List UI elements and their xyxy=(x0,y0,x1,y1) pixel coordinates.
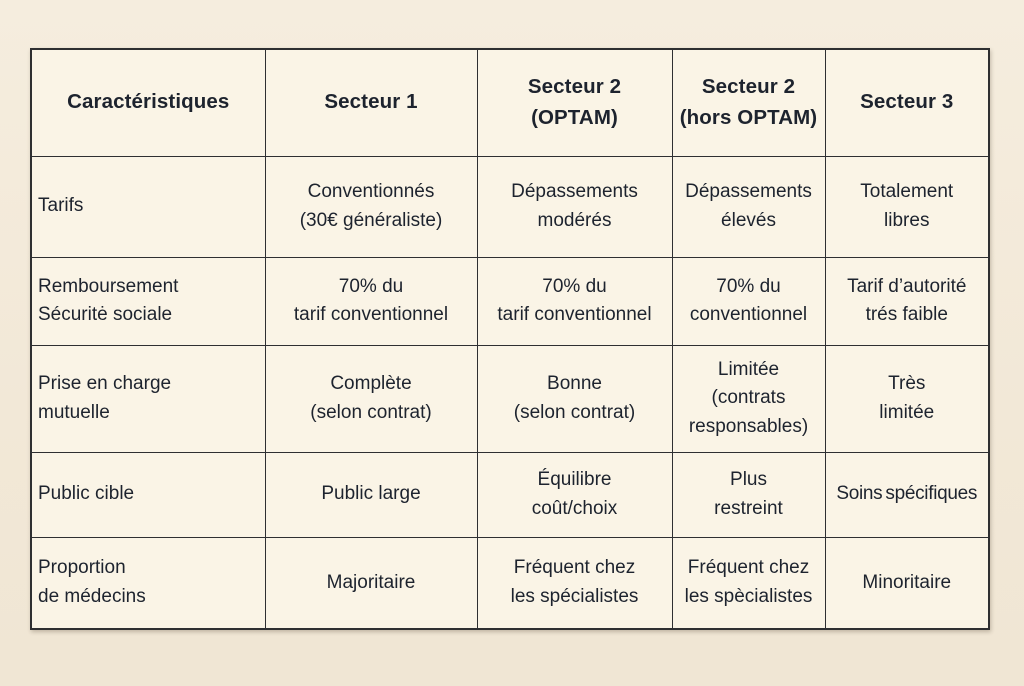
cell-public-cible-secteur-3: Soins spécifiques xyxy=(824,451,990,538)
cell-remboursement-secteur-2-hors-optam: 70% du conventionnel xyxy=(671,256,826,346)
cell-prise-en-charge-secteur-2-hors-optam: Limitée (contrats responsables) xyxy=(671,344,826,453)
row-label-prise-en-charge: Prise en charge mutuelle xyxy=(30,344,266,453)
table-row-remboursement: Remboursement Sécuritė sociale 70% du ta… xyxy=(30,256,990,346)
table-row-tarifs: Tarifs Conventionnés (30€ généraliste) D… xyxy=(30,155,990,258)
cell-remboursement-secteur-1: 70% du tarif conventionnel xyxy=(264,256,478,346)
cell-proportion-secteur-2-optam: Fréquent chez les spécialistes xyxy=(476,536,673,630)
cell-proportion-secteur-2-hors-optam: Fréquent chez les spècialistes xyxy=(671,536,826,630)
table-row-public-cible: Public cible Public large Équilibre coût… xyxy=(30,451,990,538)
cell-tarifs-secteur-2-optam: Dépassements modérés xyxy=(476,155,673,258)
table-row-proportion-medecins: Proportion de médecins Majoritaire Fréqu… xyxy=(30,536,990,630)
comparison-table-container: Caractéristiques Secteur 1 Secteur 2 (OP… xyxy=(30,48,990,630)
header-cell-secteur-1: Secteur 1 xyxy=(264,48,478,157)
header-cell-caracteristiques: Caractéristiques xyxy=(30,48,266,157)
cell-remboursement-secteur-2-optam: 70% du tarif conventionnel xyxy=(476,256,673,346)
header-cell-secteur-3: Secteur 3 xyxy=(824,48,990,157)
row-label-proportion-medecins: Proportion de médecins xyxy=(30,536,266,630)
table-row-prise-en-charge: Prise en charge mutuelle Complète (selon… xyxy=(30,344,990,453)
cell-tarifs-secteur-3: Totalement libres xyxy=(824,155,990,258)
cell-remboursement-secteur-3: Tarif d’autorité trés faible xyxy=(824,256,990,346)
cell-public-cible-secteur-2-hors-optam: Plus restreint xyxy=(671,451,826,538)
cell-public-cible-secteur-2-optam: Équilibre coût/choix xyxy=(476,451,673,538)
row-label-tarifs: Tarifs xyxy=(30,155,266,258)
cell-tarifs-secteur-1: Conventionnés (30€ généraliste) xyxy=(264,155,478,258)
row-label-public-cible: Public cible xyxy=(30,451,266,538)
cell-proportion-secteur-1: Majoritaire xyxy=(264,536,478,630)
sector-comparison-table: Caractéristiques Secteur 1 Secteur 2 (OP… xyxy=(30,48,990,630)
header-cell-secteur-2-optam: Secteur 2 (OPTAM) xyxy=(476,48,673,157)
header-row: Caractéristiques Secteur 1 Secteur 2 (OP… xyxy=(30,48,990,157)
header-cell-secteur-2-hors-optam: Secteur 2 (hors OPTAM) xyxy=(671,48,826,157)
row-label-remboursement: Remboursement Sécuritė sociale xyxy=(30,256,266,346)
cell-tarifs-secteur-2-hors-optam: Dépassements élevés xyxy=(671,155,826,258)
cell-public-cible-secteur-1: Public large xyxy=(264,451,478,538)
cell-prise-en-charge-secteur-3: Très limitée xyxy=(824,344,990,453)
cell-proportion-secteur-3: Minoritaire xyxy=(824,536,990,630)
cell-prise-en-charge-secteur-1: Complète (selon contrat) xyxy=(264,344,478,453)
cell-prise-en-charge-secteur-2-optam: Bonne (selon contrat) xyxy=(476,344,673,453)
